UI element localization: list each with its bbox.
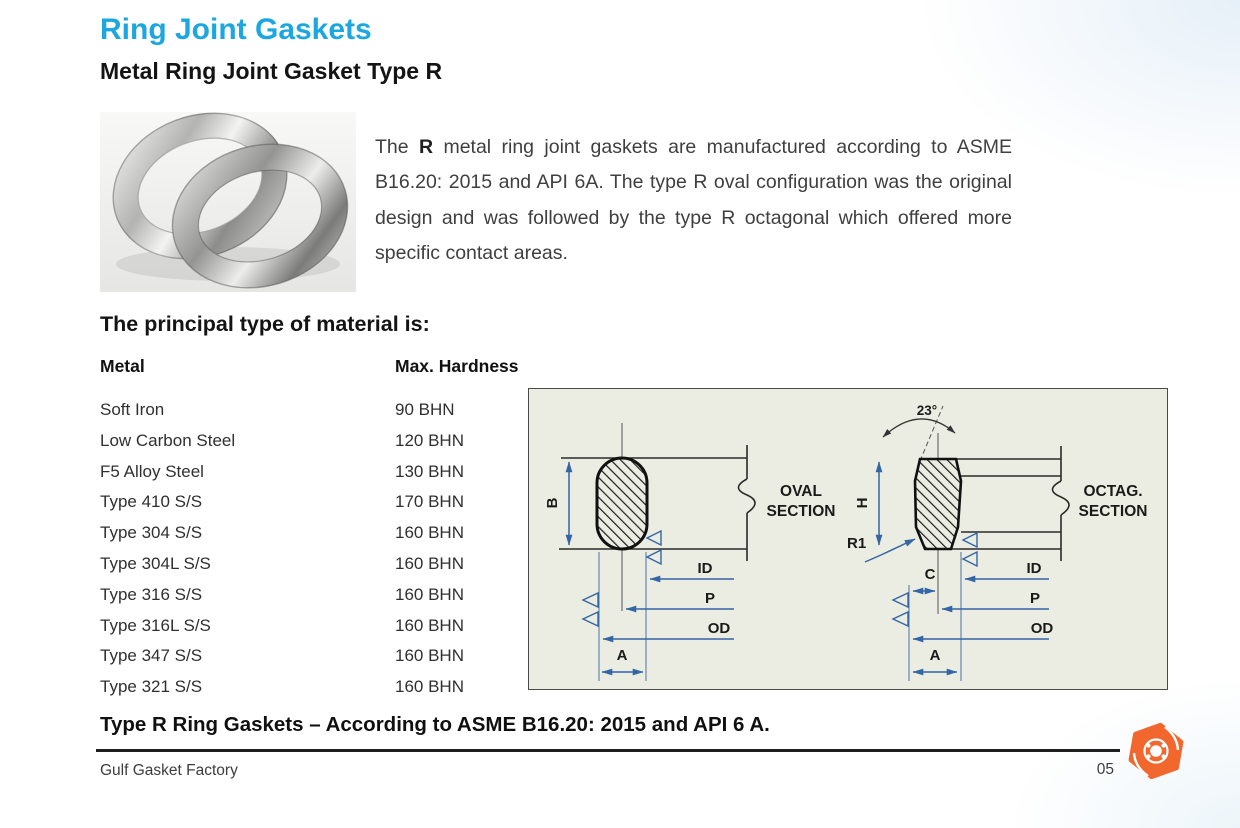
octag-section-label-2: SECTION bbox=[1079, 503, 1148, 520]
dim-label-h: H bbox=[854, 498, 871, 509]
section-diagram-panel: B ID P OD A OVAL bbox=[528, 388, 1168, 690]
dim-label-r1: R1 bbox=[847, 535, 866, 552]
materials-table-header: Metal Max. Hardness bbox=[100, 356, 530, 395]
table-row: Low Carbon Steel 120 BHN bbox=[100, 426, 530, 457]
hardness-cell: 120 BHN bbox=[395, 430, 464, 450]
gasket-photo-rendering bbox=[100, 112, 356, 292]
dim-label-p: P bbox=[1030, 590, 1040, 607]
table-row: Type 304L S/S 160 BHN bbox=[100, 549, 530, 580]
table-row: Type 316L S/S 160 BHN bbox=[100, 611, 530, 642]
footer-company: Gulf Gasket Factory bbox=[100, 762, 238, 779]
metal-cell: Type 410 S/S bbox=[100, 492, 203, 512]
surface-finish-marks bbox=[581, 529, 662, 628]
octag-section-label-1: OCTAG. bbox=[1083, 483, 1142, 500]
oval-section-drawing: B ID P OD A OVAL bbox=[544, 423, 835, 681]
oval-section-label-2: SECTION bbox=[767, 503, 836, 520]
dim-label-od: OD bbox=[1031, 620, 1054, 637]
table-row: Type 347 S/S 160 BHN bbox=[100, 641, 530, 672]
hardness-cell: 160 BHN bbox=[395, 646, 464, 666]
page-title: Ring Joint Gaskets bbox=[100, 13, 372, 46]
table-row: F5 Alloy Steel 130 BHN bbox=[100, 457, 530, 488]
intro-text-1: The bbox=[375, 136, 419, 158]
hardness-cell: 160 BHN bbox=[395, 553, 464, 573]
metal-cell: Type 321 S/S bbox=[100, 677, 203, 697]
dim-label-a: A bbox=[617, 647, 628, 664]
metal-cell: Type 316L S/S bbox=[100, 615, 211, 635]
metal-cell: Type 316 S/S bbox=[100, 584, 203, 604]
dim-label-p: P bbox=[705, 590, 715, 607]
section-diagram: B ID P OD A OVAL bbox=[544, 403, 1147, 681]
front-ring bbox=[171, 143, 349, 289]
oval-section-label-1: OVAL bbox=[780, 483, 822, 500]
metal-cell: F5 Alloy Steel bbox=[100, 461, 204, 481]
oval-gasket-cross-section bbox=[595, 456, 649, 551]
column-header-hardness: Max. Hardness bbox=[395, 356, 519, 376]
column-header-metal: Metal bbox=[100, 356, 145, 376]
table-row: Type 316 S/S 160 BHN bbox=[100, 580, 530, 611]
dim-label-id: ID bbox=[1027, 560, 1042, 577]
hardness-cell: 160 BHN bbox=[395, 615, 464, 635]
materials-heading: The principal type of material is: bbox=[100, 312, 430, 336]
surface-finish-marks bbox=[891, 531, 978, 628]
footer-divider bbox=[96, 749, 1120, 752]
hardness-cell: 160 BHN bbox=[395, 523, 464, 543]
metal-cell: Type 304 S/S bbox=[100, 523, 203, 543]
intro-paragraph: The R metal ring joint gaskets are manuf… bbox=[375, 130, 1012, 272]
table-row: Type 410 S/S 170 BHN bbox=[100, 487, 530, 518]
hardness-cell: 160 BHN bbox=[395, 584, 464, 604]
dim-label-od: OD bbox=[708, 620, 731, 637]
type-r-table-title: Type R Ring Gaskets – According to ASME … bbox=[100, 713, 770, 736]
hardness-cell: 160 BHN bbox=[395, 677, 464, 697]
intro-text-2: metal ring joint gaskets are manufacture… bbox=[375, 136, 1012, 265]
dim-label-id: ID bbox=[698, 560, 713, 577]
page-subtitle: Metal Ring Joint Gasket Type R bbox=[100, 58, 443, 84]
metal-cell: Low Carbon Steel bbox=[100, 430, 236, 450]
materials-table: Metal Max. Hardness Soft Iron 90 BHN Low … bbox=[100, 356, 530, 703]
page-number: 05 bbox=[1096, 761, 1114, 778]
hardness-cell: 170 BHN bbox=[395, 492, 464, 512]
octagonal-gasket-cross-section bbox=[913, 457, 963, 551]
metal-cell: Type 347 S/S bbox=[100, 646, 203, 666]
table-row: Soft Iron 90 BHN bbox=[100, 395, 530, 426]
angle-label-23deg: 23° bbox=[917, 403, 937, 418]
table-row: Type 304 S/S 160 BHN bbox=[100, 518, 530, 549]
dim-label-c: C bbox=[925, 566, 936, 583]
hardness-cell: 90 BHN bbox=[395, 400, 455, 419]
metal-cell: Type 304L S/S bbox=[100, 553, 211, 573]
company-logo bbox=[1123, 721, 1189, 783]
octagonal-section-drawing: 23° H R1 bbox=[847, 403, 1147, 681]
table-row: Type 321 S/S 160 BHN bbox=[100, 672, 530, 703]
intro-type-r-bold: R bbox=[418, 136, 434, 158]
metal-cell: Soft Iron bbox=[100, 400, 165, 419]
dim-label-a: A bbox=[930, 647, 941, 664]
hardness-cell: 130 BHN bbox=[395, 461, 464, 481]
gasket-photo bbox=[100, 112, 356, 292]
gasket-flange-logo-icon bbox=[1128, 722, 1184, 780]
dim-label-b: B bbox=[544, 497, 561, 508]
